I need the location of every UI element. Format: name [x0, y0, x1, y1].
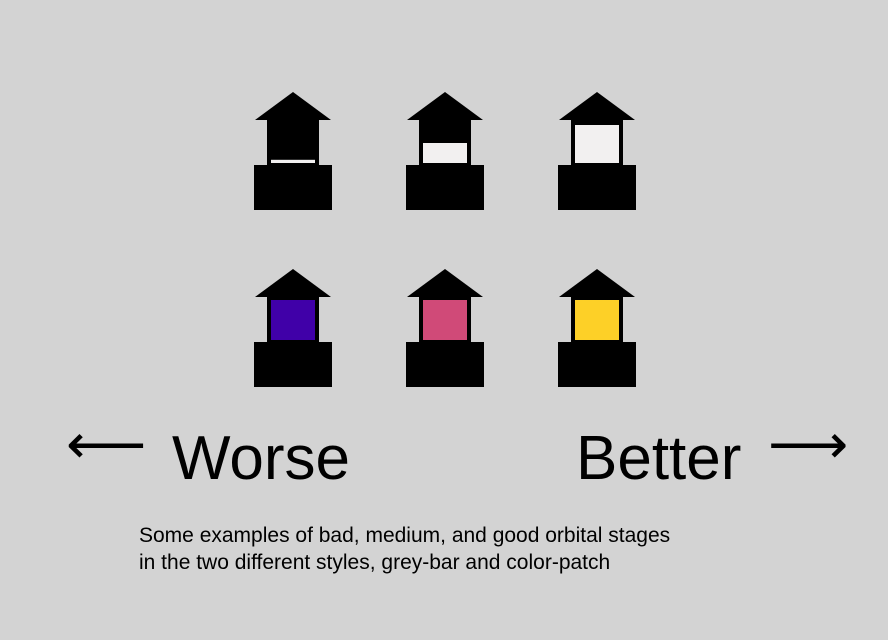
stage-roof	[559, 269, 635, 297]
stage-base	[558, 342, 636, 387]
stage-colorpatch-bad	[253, 267, 333, 387]
stage-fill-grey-bar	[271, 159, 315, 163]
orbital-stage-icon	[558, 269, 636, 387]
stage-roof	[407, 269, 483, 297]
orbital-stage-icon	[406, 92, 484, 210]
stage-roof	[559, 92, 635, 120]
better-label: Better	[576, 424, 742, 493]
stage-greybar-bad	[253, 90, 333, 210]
stage-fill-grey-bar	[575, 125, 619, 163]
caption-line-1: Some examples of bad, medium, and good o…	[139, 524, 671, 547]
stage-fill-color-patch	[575, 300, 619, 340]
stage-base	[254, 165, 332, 210]
stage-greybar-medium	[405, 90, 485, 210]
caption: Some examples of bad, medium, and good o…	[139, 522, 670, 576]
stage-base	[558, 165, 636, 210]
stage-base	[406, 342, 484, 387]
worse-label: Worse	[172, 424, 351, 493]
orbital-stage-icon	[558, 92, 636, 210]
stage-fill-color-patch	[271, 300, 315, 340]
stage-fill-grey-bar	[423, 143, 467, 163]
right-arrow-icon: ⟶	[768, 412, 849, 475]
orbital-stage-icon	[254, 92, 332, 210]
stage-colorpatch-good	[557, 267, 637, 387]
orbital-stage-icon	[254, 269, 332, 387]
stage-base	[254, 342, 332, 387]
stage-greybar-good	[557, 90, 637, 210]
orbital-stage-icon	[406, 269, 484, 387]
left-arrow-icon: ⟵	[66, 412, 147, 475]
stage-roof	[407, 92, 483, 120]
stage-colorpatch-medium	[405, 267, 485, 387]
caption-line-2: in the two different styles, grey-bar an…	[139, 551, 611, 574]
stage-roof	[255, 269, 331, 297]
stage-fill-color-patch	[423, 300, 467, 340]
stage-roof	[255, 92, 331, 120]
stage-base	[406, 165, 484, 210]
